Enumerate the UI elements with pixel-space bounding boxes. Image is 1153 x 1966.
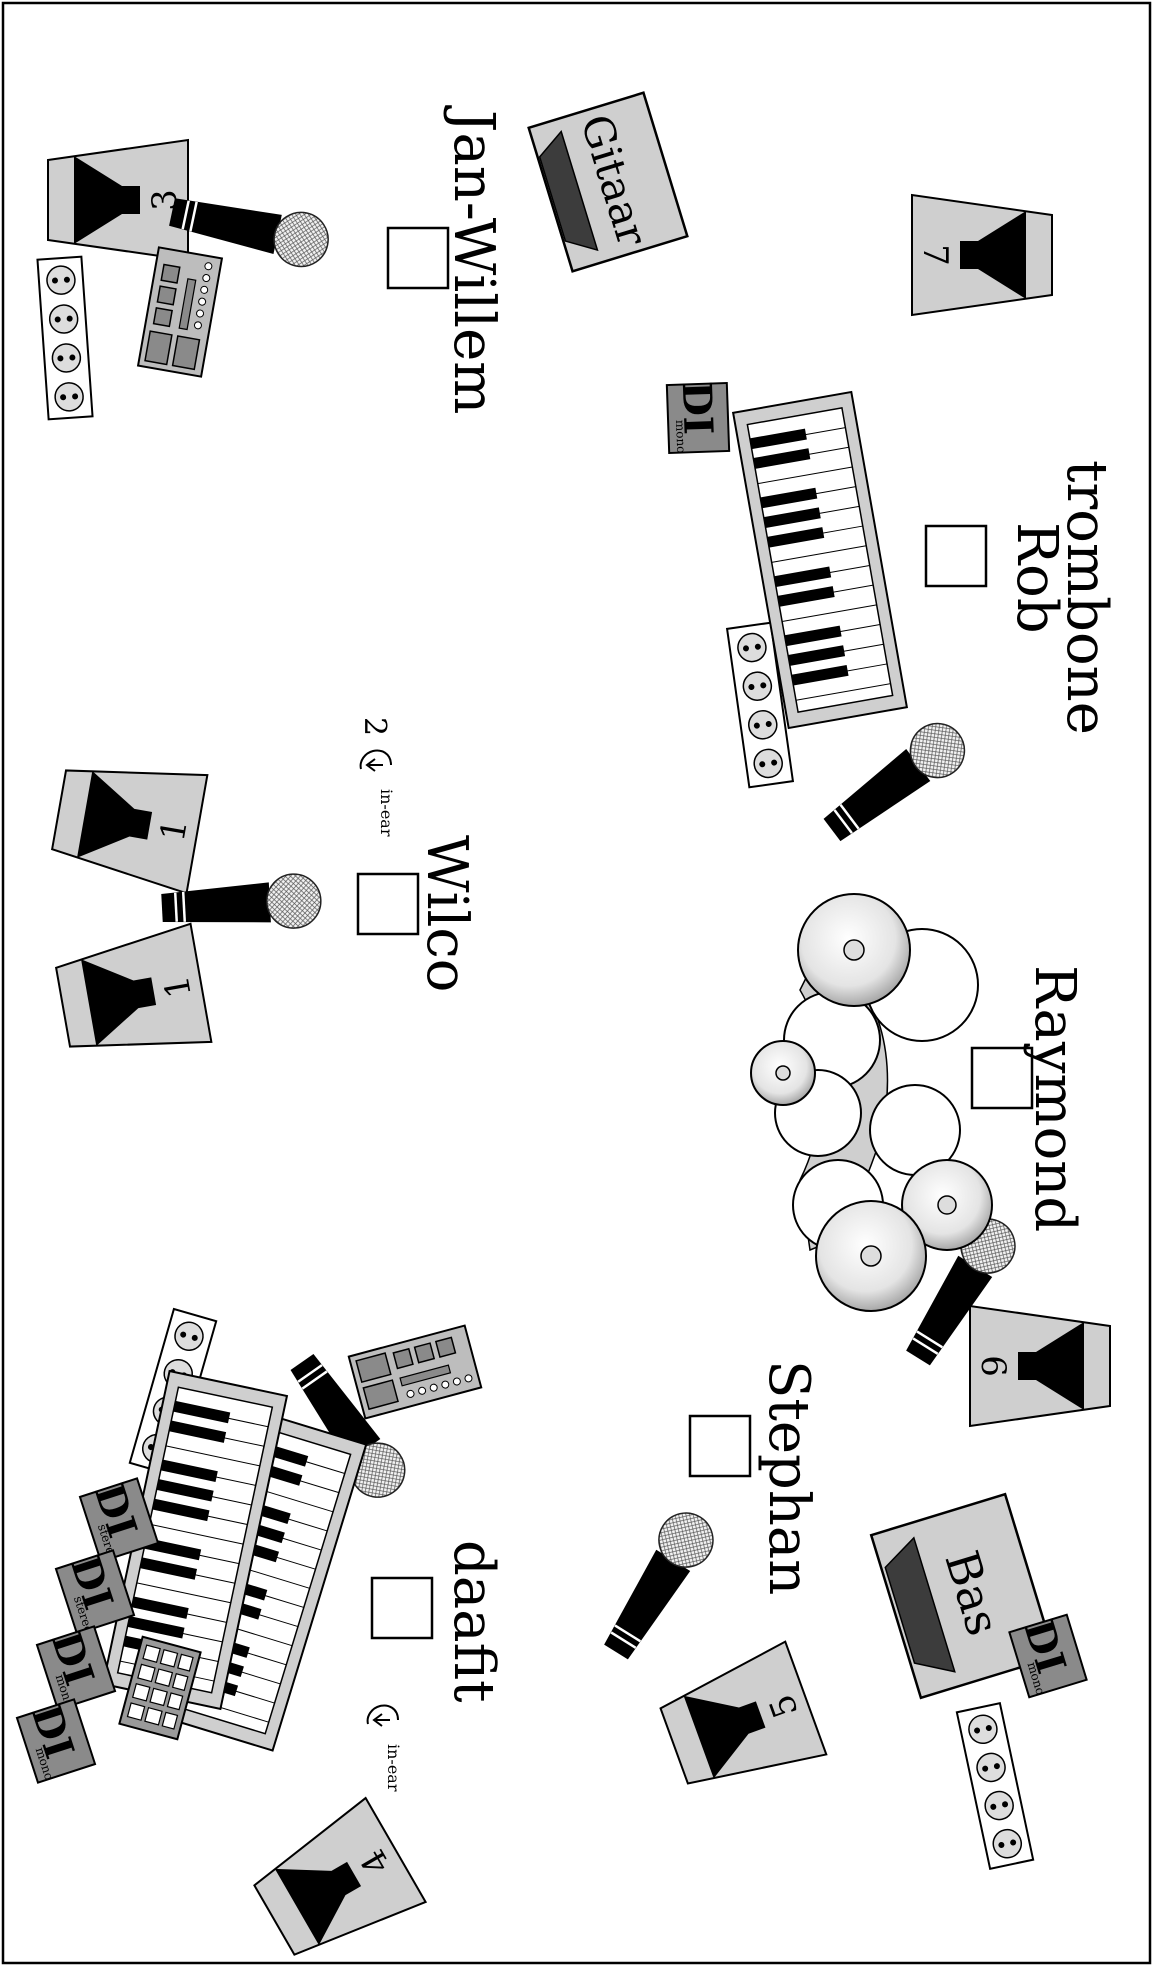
name-raymond: Raymond <box>1022 965 1087 1232</box>
di-label: DI <box>673 381 722 436</box>
wedge-monitor-icon <box>243 1797 427 1966</box>
monitor-7: 7 <box>911 194 1053 316</box>
in-ear-wilco: in-ear 2 <box>357 717 396 837</box>
effects-pedal-icon <box>347 1324 483 1420</box>
position-jan-willem <box>386 226 450 290</box>
di-box-daafit-1: DI stereo <box>78 1477 160 1563</box>
wedge-monitor-icon <box>652 1640 828 1804</box>
position-rob <box>924 524 988 588</box>
bass-amp: Bas <box>869 1492 1057 1700</box>
di-box-daafit-4: DI mono <box>15 1698 97 1784</box>
instrument-rob: trombone <box>1054 460 1119 735</box>
monitor-number: 7 <box>915 244 955 266</box>
power-strip-icon <box>955 1702 1035 1870</box>
name-rob: Rob <box>1004 522 1069 634</box>
name-jan-willem: Jan-Willem <box>441 105 506 414</box>
drum-kit-icon <box>750 893 993 1312</box>
in-ear-label: in-ear <box>377 789 396 837</box>
monitor-1b: 1 <box>51 922 213 1068</box>
monitor-4: 4 <box>243 1797 427 1966</box>
di-box-daafit-3: DI mono <box>35 1625 117 1711</box>
name-daafit: daafit <box>441 1540 506 1703</box>
name-wilco: Wilco <box>414 835 479 992</box>
position-stephan <box>688 1414 752 1478</box>
position-raymond <box>970 1046 1034 1110</box>
microphone-icon <box>814 711 977 853</box>
in-ear-daafit: in-ear <box>366 1704 403 1792</box>
in-ear-number: 2 <box>357 717 392 736</box>
power-strip-icon <box>36 255 94 421</box>
monitor-3: 3 <box>47 139 189 261</box>
di-box-bass: DI mono <box>1008 1613 1088 1699</box>
monitor-number: 6 <box>973 1355 1013 1377</box>
di-mode: mono <box>673 420 688 454</box>
in-ear-icon <box>366 1704 399 1727</box>
position-wilco <box>356 872 420 936</box>
position-daafit <box>370 1576 434 1640</box>
monitor-6: 6 <box>969 1305 1111 1427</box>
effects-pedal-icon <box>137 246 223 378</box>
in-ear-label: in-ear <box>384 1744 403 1792</box>
sampler-pad <box>118 1635 202 1741</box>
in-ear-icon <box>359 749 392 772</box>
monitor-1a: 1 <box>47 749 209 895</box>
monitor-5: 5 <box>652 1640 828 1804</box>
name-stephan: Stephan <box>756 1360 821 1595</box>
guitar-amp: Gitaar <box>527 91 689 273</box>
microphone-icon <box>591 1501 725 1668</box>
di-box-rob: DI mono <box>665 381 731 455</box>
